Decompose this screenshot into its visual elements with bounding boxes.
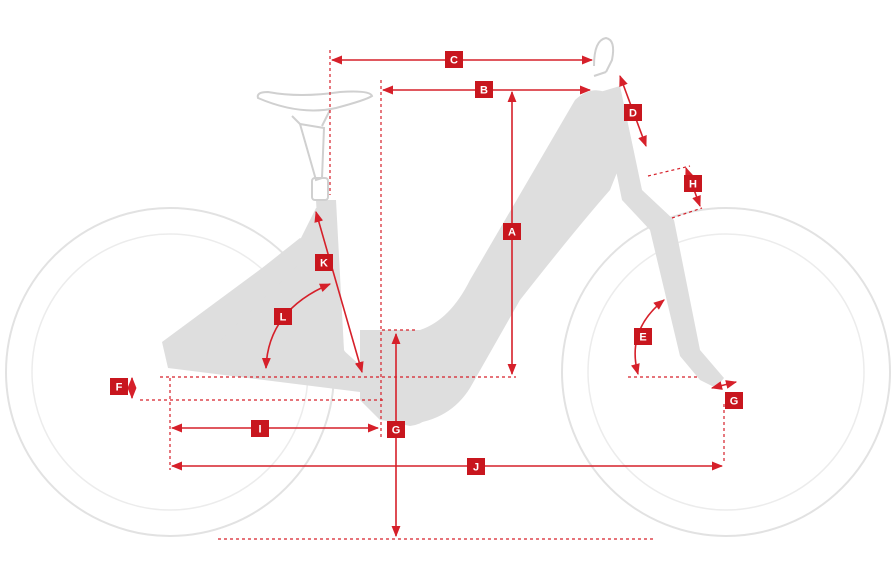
bike-frame (162, 86, 724, 426)
svg-text:D: D (629, 108, 637, 120)
svg-text:H: H (689, 179, 697, 191)
badge-D: D (624, 104, 642, 121)
badge-A: A (503, 223, 521, 240)
svg-text:A: A (508, 227, 516, 239)
svg-text:K: K (320, 258, 328, 270)
badge-C: C (445, 51, 463, 68)
seatpost (298, 122, 329, 201)
front-wheel (561, 207, 891, 537)
svg-text:C: C (450, 55, 458, 67)
badge-J: J (467, 458, 485, 475)
badge-G-fork: G (725, 392, 743, 409)
svg-text:B: B (480, 85, 488, 97)
svg-text:L: L (280, 312, 287, 324)
badge-B: B (475, 81, 493, 98)
dimension-lines (127, 50, 738, 540)
svg-text:E: E (639, 332, 646, 344)
badge-F: F (110, 378, 128, 395)
svg-text:G: G (730, 396, 739, 408)
badge-E: E (634, 328, 652, 345)
badge-G-standover: G (387, 421, 405, 438)
svg-text:I: I (258, 424, 261, 436)
stem-handlebar (593, 36, 615, 77)
saddle (256, 90, 374, 127)
svg-text:F: F (116, 382, 123, 394)
svg-text:J: J (473, 462, 479, 474)
svg-text:G: G (392, 425, 401, 437)
badge-I: I (251, 420, 269, 437)
badge-L: L (274, 308, 292, 325)
badge-K: K (315, 254, 333, 271)
badge-H: H (684, 175, 702, 192)
